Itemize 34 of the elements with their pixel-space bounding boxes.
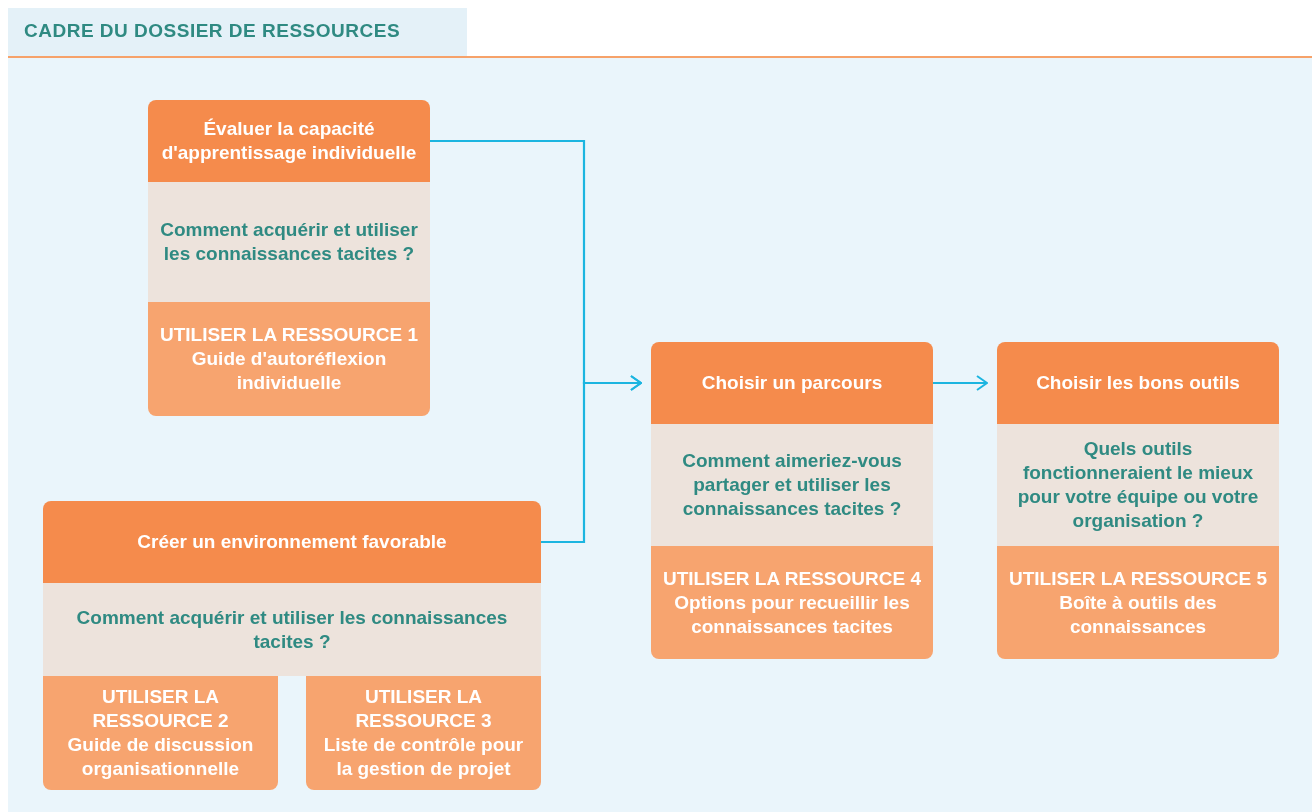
resource-number: UTILISER LA RESSOURCE 3	[354, 685, 493, 733]
question-text: Quels outils fonctionneraient le mieux pour votre équipe ou votre organisation ?	[1016, 437, 1260, 533]
question-text: Comment acquérir et utiliser les connaissances tacites ?	[75, 605, 509, 654]
header-band	[651, 342, 933, 424]
step-heading: Évaluer la capacité d'apprentissage individuelle	[160, 117, 418, 165]
step-heading: Choisir un parcours	[701, 371, 883, 395]
resource-band	[997, 546, 1279, 659]
resource-number: UTILISER LA RESSOURCE 1	[160, 323, 418, 347]
resource-number: UTILISER LA RESSOURCE 5	[1009, 566, 1267, 591]
resource-title: Guide de discussion organisationnelle	[66, 733, 255, 781]
connector-arrow	[541, 375, 642, 544]
resource-band	[651, 546, 933, 659]
resource-number: UTILISER LA RESSOURCE 2	[91, 685, 230, 733]
title: CADRE DU DOSSIER DE RESSOURCES	[24, 20, 401, 42]
header-band	[148, 100, 430, 182]
header-band	[997, 342, 1279, 424]
question-band	[148, 182, 430, 302]
connector-arrow	[933, 375, 988, 391]
resource-title: Options pour recueillir les connaissances tacites	[673, 590, 911, 639]
resource-number: UTILISER LA RESSOURCE 4	[663, 566, 921, 591]
resource-title: Liste de contrôle pour la gestion de projet	[322, 733, 525, 781]
step-heading: Choisir les bons outils	[1036, 371, 1240, 395]
question-band	[651, 424, 933, 546]
question-text: Comment aimeriez-vous partager et utiliser les connaissances tacites ?	[681, 449, 903, 521]
question-band	[997, 424, 1279, 546]
resource-band	[43, 676, 278, 790]
resource-title: Guide d'autoréflexion individuelle	[190, 347, 388, 395]
question-band	[43, 583, 541, 676]
resource-band	[306, 676, 541, 790]
resource-band	[148, 302, 430, 416]
resource-title: Boîte à outils des connaissances	[1058, 590, 1218, 639]
question-text: Comment acquérir et utiliser les connaissances tacites ?	[159, 218, 419, 266]
step-heading: Créer un environnement favorable	[137, 530, 447, 554]
header-band	[43, 501, 541, 583]
